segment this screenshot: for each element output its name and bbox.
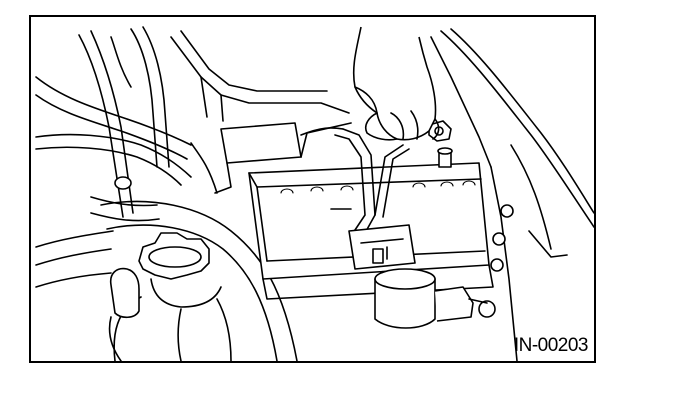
figure-id-label: IN-00203 [513,335,589,356]
air-box [170,30,352,194]
small-cap [108,267,140,361]
radiator-hose [35,200,298,361]
fuse-box-cylinder [374,268,496,329]
hold-down-clamp [300,127,416,270]
engine-bay-illustration [35,26,594,361]
hand [352,26,440,141]
battery-terminals [428,120,453,168]
fender-panel [430,28,594,361]
battery [248,162,494,300]
left-hoses [35,26,192,222]
illustration-frame: IN-00203 [29,15,596,363]
